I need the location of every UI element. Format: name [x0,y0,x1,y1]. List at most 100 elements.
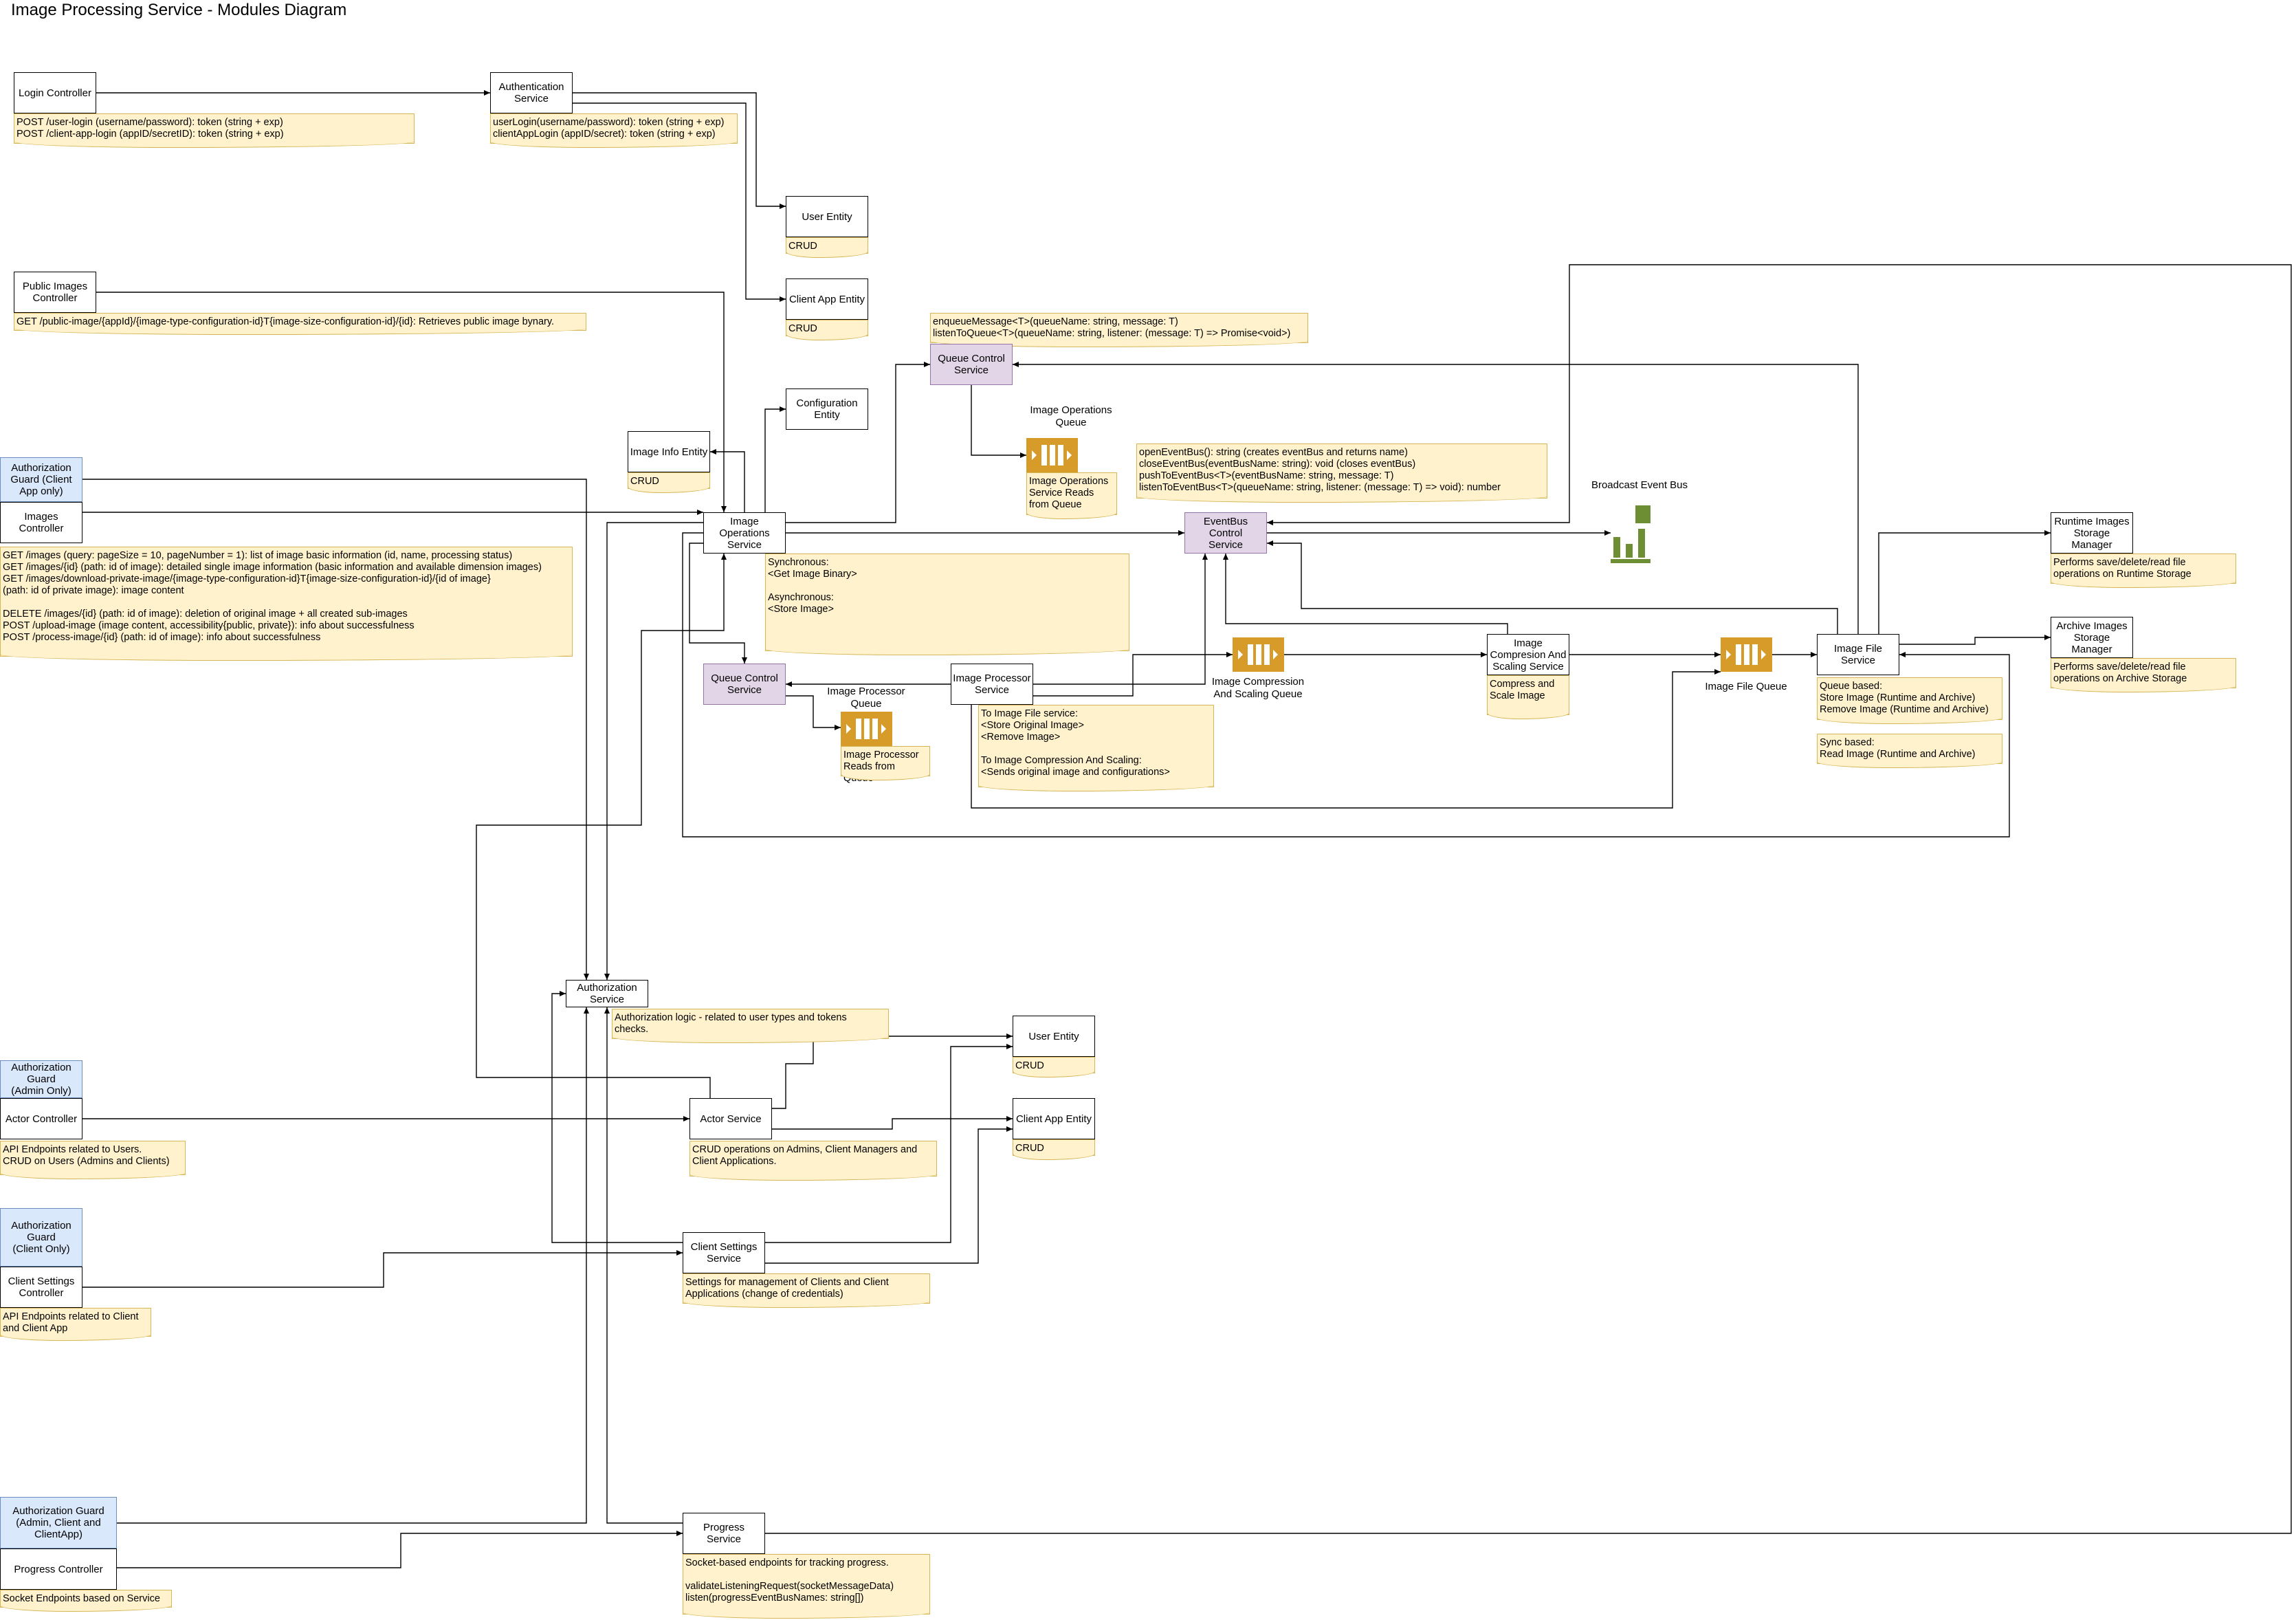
actor-service-node[interactable]: Actor Service [689,1098,772,1139]
queue-control-service-mid-node[interactable]: Queue Control Service [703,664,786,705]
edge-procsvc-to-eventbus [1033,554,1208,685]
image-file-sync-based-note: Sync based: Read Image (Runtime and Arch… [1817,734,2002,768]
edge-auth-to-user-entity [571,92,786,209]
edge-actorsvc-to-user [765,1033,1013,1109]
image-file-service-node[interactable]: Image File Service [1817,634,1899,675]
image-processor-service-note: To Image File service: <Store Original I… [978,705,1214,791]
progress-controller-note: Socket Endpoints based on Service [0,1590,172,1612]
authentication-service-node[interactable]: Authentication Service [490,72,573,113]
public-images-controller-node[interactable]: Public Images Controller [14,272,96,313]
user-entity-top-node[interactable]: User Entity [786,196,868,237]
edge-progress-to-authz [604,1007,683,1524]
image-operations-queue-note: Image Operations Service Reads from Queu… [1026,472,1117,519]
configuration-entity-node[interactable]: Configuration Entity [786,388,868,430]
edge-queuectl-to-opsqueue [971,385,1026,458]
eventbus-control-service-node[interactable]: EventBus Control Service [1184,512,1267,554]
images-controller-note: GET /images (query: pageSize = 10, pageN… [0,547,573,661]
edge-filesvc-to-runtime [1878,530,2051,634]
image-compression-service-node[interactable]: Image Compresion And Scaling Service [1487,634,1569,675]
image-operations-queue-label: Image Operations Queue [1030,404,1112,428]
edge-guardall-to-authz [117,1007,589,1524]
progress-service-node[interactable]: Progress Service [683,1513,765,1554]
image-processor-queue-label: Image Processor Queue [827,686,905,710]
client-app-entity-bottom-node[interactable]: Client App Entity [1013,1098,1095,1139]
image-operations-queue-icon [1026,438,1078,472]
image-info-entity-note: CRUD [628,472,710,493]
user-entity-bottom-node[interactable]: User Entity [1013,1016,1095,1057]
edge-clientsettings-to-clientapp [765,1126,1013,1264]
actor-controller-node[interactable]: Actor Controller [0,1098,82,1139]
edge-ops-to-queuectl-mid [689,543,747,664]
edge-clientsettings-to-user [765,1044,1013,1243]
edge-ops-to-filesvc-loop [682,532,2010,838]
runtime-images-storage-manager-node[interactable]: Runtime Images Storage Manager [2051,512,2133,554]
authorization-guard-client-node[interactable]: Authorization Guard (Client Only) [0,1208,82,1267]
edge-clientsettingsctl-to-svc [82,1250,683,1288]
progress-controller-node[interactable]: Progress Controller [0,1548,117,1590]
archive-images-storage-manager-node[interactable]: Archive Images Storage Manager [2051,617,2133,658]
queue-control-service-top-node[interactable]: Queue Control Service [930,344,1013,385]
image-info-entity-node[interactable]: Image Info Entity [628,431,710,472]
login-controller-note: POST /user-login (username/password): to… [14,113,415,148]
edge-queuectl-mid-to-procqueue [786,695,841,730]
edge-ops-to-authz [604,522,703,980]
image-operations-service-node[interactable]: Image Operations Service [703,512,786,554]
eventbus-note: openEventBus(): string (creates eventBus… [1136,444,1547,503]
actor-service-note: CRUD operations on Admins, Client Manage… [689,1141,937,1181]
edge-procsvc-to-compqueue [1033,652,1233,697]
edge-actorsvc-to-clientapp [772,1116,1013,1130]
image-compression-queue-icon [1233,637,1284,672]
edge-filesvc-to-queuectl [1013,362,1859,634]
archive-storage-note: Performs save/delete/read file operation… [2051,658,2236,692]
edge-ops-to-imageinfo [710,449,745,512]
edge-procsvc-to-filesvc [971,669,1721,809]
client-settings-service-note: Settings for management of Clients and C… [683,1273,930,1308]
login-controller-node[interactable]: Login Controller [14,72,96,113]
edge-filesvc-to-archive [1899,635,2051,645]
edge-public-to-ops [96,292,727,512]
images-controller-node[interactable]: Images Controller [0,502,82,543]
authorization-service-note: Authorization logic - related to user ty… [612,1009,889,1043]
user-entity-bottom-note: CRUD [1013,1057,1095,1077]
queue-control-top-note: enqueueMessage<T>(queueName: string, mes… [930,313,1308,347]
user-entity-top-note: CRUD [786,237,868,258]
image-processor-queue-icon [841,712,892,746]
authorization-guard-all-node[interactable]: Authorization Guard (Admin, Client and C… [0,1497,117,1548]
client-app-entity-top-node[interactable]: Client App Entity [786,278,868,320]
edge-progress-to-eventbus [765,264,2292,1534]
runtime-storage-note: Performs save/delete/read file operation… [2051,554,2236,588]
client-settings-controller-node[interactable]: Client Settings Controller [0,1267,82,1308]
edge-guardca-to-authz [82,479,589,980]
page-title: Image Processing Service - Modules Diagr… [11,1,347,19]
edge-auth-to-clientapp-entity [571,102,786,302]
authentication-service-note: userLogin(username/password): token (str… [490,113,738,148]
broadcast-event-bus-label: Broadcast Event Bus [1591,479,1688,491]
authorization-guard-admin-node[interactable]: Authorization Guard (Admin Only) [0,1060,82,1098]
actor-controller-note: API Endpoints related to Users. CRUD on … [0,1141,186,1179]
edge-compsvc-to-eventbus [1223,554,1508,634]
progress-service-note: Socket-based endpoints for tracking prog… [683,1554,930,1619]
image-operations-service-note: Synchronous: <Get Image Binary> Asynchro… [765,554,1129,655]
edge-filesvc-to-eventbus [1267,540,1838,634]
image-file-queue-icon [1721,637,1772,672]
image-processor-queue-note: Image Processor Reads from Queue [841,746,930,784]
edge-ops-to-config [764,406,786,512]
client-app-entity-bottom-note: CRUD [1013,1139,1095,1160]
authorization-service-node[interactable]: Authorization Service [566,980,648,1007]
edge-actorsvc-to-ops [476,554,727,1098]
broadcast-event-bus-icon [1611,505,1651,563]
edge-progressctl-to-svc [117,1531,683,1568]
client-settings-controller-note: API Endpoints related to Client and Clie… [0,1308,151,1341]
client-app-entity-top-note: CRUD [786,320,868,340]
image-compression-queue-label: Image Compression And Scaling Queue [1211,676,1305,700]
image-compression-service-note: Compress and Scale Image [1487,675,1569,719]
edge-ops-to-queuectl [786,362,930,523]
authorization-guard-client-app-node[interactable]: Authorization Guard (Client App only) [0,457,82,502]
public-images-controller-note: GET /public-image/{appId}/{image-type-co… [14,313,586,335]
image-processor-service-node[interactable]: Image Processor Service [951,664,1033,705]
image-file-queue-label: Image File Queue [1705,681,1787,692]
client-settings-service-node[interactable]: Client Settings Service [683,1232,765,1273]
edge-clientsettings-to-authz [551,991,683,1243]
image-file-queue-based-note: Queue based: Store Image (Runtime and Ar… [1817,677,2002,724]
